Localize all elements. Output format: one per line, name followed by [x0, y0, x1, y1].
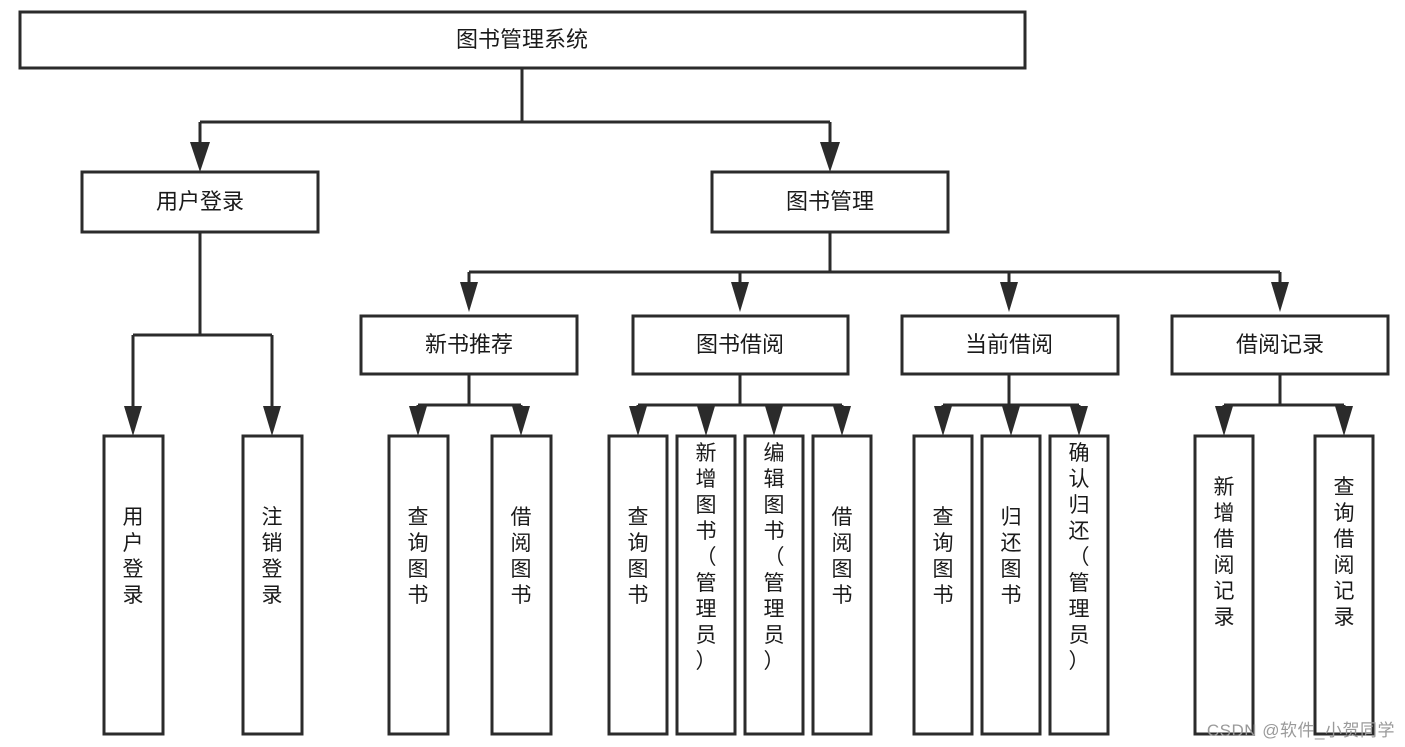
- arrow-head-leaf-add-record: [1215, 406, 1233, 436]
- node-book-borrow-box[interactable]: [631, 314, 850, 376]
- connector-group-new-book-recommend: [409, 374, 530, 436]
- connector-group-book-management: [460, 232, 1289, 312]
- node-leaf-query-book-1[interactable]: 查询图书: [387, 434, 450, 736]
- arrow-head-current-borrow: [1000, 282, 1018, 312]
- node-leaf-add-book[interactable]: 新增图书（管理员）: [675, 434, 737, 736]
- node-leaf-add-book-box[interactable]: [675, 434, 737, 736]
- node-leaf-add-record-box[interactable]: [1193, 434, 1255, 736]
- node-leaf-query-book-2-box[interactable]: [607, 434, 669, 736]
- node-book-borrow-label: 图书借阅: [696, 332, 784, 357]
- node-book-management-box[interactable]: [710, 170, 950, 234]
- node-leaf-confirm-return[interactable]: 确认归还（管理员）: [1048, 434, 1110, 736]
- arrow-head-user-login: [190, 142, 210, 172]
- arrow-head-leaf-add-book: [697, 406, 715, 436]
- arrow-head-leaf-borrow-book-1: [512, 406, 530, 436]
- arrow-head-leaf-borrow-book-2: [833, 406, 851, 436]
- node-user-login[interactable]: 用户登录: [80, 170, 320, 234]
- node-leaf-user-login[interactable]: 用户登录: [102, 434, 165, 736]
- node-leaf-query-book-2[interactable]: 查询图书: [607, 434, 669, 736]
- arrow-head-leaf-return-book: [1002, 406, 1020, 436]
- node-current-borrow-label: 当前借阅: [965, 332, 1053, 357]
- node-leaf-confirm-return-box[interactable]: [1048, 434, 1110, 736]
- node-leaf-query-record[interactable]: 查询借阅记录: [1313, 434, 1375, 736]
- arrow-head-leaf-query-book-1: [409, 406, 427, 436]
- node-leaf-logout-login-box[interactable]: [241, 434, 304, 736]
- arrow-head-leaf-user-login: [124, 406, 142, 436]
- node-borrow-record-box[interactable]: [1170, 314, 1390, 376]
- node-leaf-query-book-2-label: 查询图书: [628, 506, 649, 607]
- arrow-head-leaf-query-book-2: [629, 406, 647, 436]
- node-user-login-label: 用户登录: [156, 189, 244, 214]
- node-current-borrow-box[interactable]: [900, 314, 1120, 376]
- node-leaf-add-book-label: 新增图书（管理员）: [696, 442, 717, 673]
- node-leaf-confirm-return-label: 确认归还（管理员）: [1069, 442, 1090, 673]
- node-leaf-return-book[interactable]: 归还图书: [980, 434, 1042, 736]
- node-new-book-recommend-box[interactable]: [359, 314, 579, 376]
- arrow-head-leaf-logout-login: [263, 406, 281, 436]
- node-leaf-user-login-box[interactable]: [102, 434, 165, 736]
- node-leaf-edit-book-label: 编辑图书（管理员）: [764, 442, 785, 673]
- connector-group-current-borrow: [934, 374, 1088, 436]
- node-leaf-add-record-label: 新增借阅记录: [1214, 476, 1235, 629]
- node-leaf-borrow-book-2[interactable]: 借阅图书: [811, 434, 873, 736]
- node-borrow-record[interactable]: 借阅记录: [1170, 314, 1390, 376]
- arrow-head-leaf-query-book-3: [934, 406, 952, 436]
- node-new-book-recommend-label: 新书推荐: [425, 332, 513, 357]
- node-leaf-query-book-1-box[interactable]: [387, 434, 450, 736]
- connector-group-book-borrow: [629, 374, 851, 436]
- node-user-login-box[interactable]: [80, 170, 320, 234]
- node-book-borrow[interactable]: 图书借阅: [631, 314, 850, 376]
- arrow-head-new-book-recommend: [460, 282, 478, 312]
- node-book-management-label: 图书管理: [786, 189, 874, 214]
- node-root-system-box[interactable]: [18, 10, 1027, 70]
- node-leaf-user-login-label: 用户登录: [123, 506, 144, 607]
- arrow-head-book-borrow: [731, 282, 749, 312]
- node-leaf-query-record-label: 查询借阅记录: [1334, 476, 1355, 629]
- node-leaf-borrow-book-1[interactable]: 借阅图书: [490, 434, 553, 736]
- node-leaf-return-book-box[interactable]: [980, 434, 1042, 736]
- connector-group-root: [190, 68, 840, 172]
- node-leaf-query-record-box[interactable]: [1313, 434, 1375, 736]
- arrow-head-leaf-query-record: [1335, 406, 1353, 436]
- node-leaf-borrow-book-2-label: 借阅图书: [832, 506, 853, 607]
- arrow-head-leaf-confirm-return: [1070, 406, 1088, 436]
- node-leaf-borrow-book-1-box[interactable]: [490, 434, 553, 736]
- connector-group-borrow-record: [1215, 374, 1353, 436]
- node-leaf-borrow-book-2-box[interactable]: [811, 434, 873, 736]
- connector-group-user-login: [124, 232, 281, 436]
- node-leaf-logout-login[interactable]: 注销登录: [241, 434, 304, 736]
- arrow-head-leaf-edit-book: [765, 406, 783, 436]
- node-leaf-query-book-1-label: 查询图书: [408, 506, 429, 607]
- node-leaf-borrow-book-1-label: 借阅图书: [511, 506, 532, 607]
- node-leaf-edit-book[interactable]: 编辑图书（管理员）: [743, 434, 805, 736]
- arrow-head-book-management: [820, 142, 840, 172]
- node-borrow-record-label: 借阅记录: [1236, 332, 1324, 357]
- node-leaf-query-book-3-box[interactable]: [912, 434, 974, 736]
- node-leaf-query-book-3[interactable]: 查询图书: [912, 434, 974, 736]
- node-root-system[interactable]: 图书管理系统: [18, 10, 1027, 70]
- node-book-management[interactable]: 图书管理: [710, 170, 950, 234]
- node-leaf-logout-login-label: 注销登录: [262, 506, 283, 607]
- node-root-system-label: 图书管理系统: [456, 27, 588, 52]
- arrow-head-borrow-record: [1271, 282, 1289, 312]
- node-current-borrow[interactable]: 当前借阅: [900, 314, 1120, 376]
- node-leaf-add-record[interactable]: 新增借阅记录: [1193, 434, 1255, 736]
- node-leaf-edit-book-box[interactable]: [743, 434, 805, 736]
- node-leaf-return-book-label: 归还图书: [1001, 506, 1022, 607]
- node-new-book-recommend[interactable]: 新书推荐: [359, 314, 579, 376]
- node-leaf-query-book-3-label: 查询图书: [933, 506, 954, 607]
